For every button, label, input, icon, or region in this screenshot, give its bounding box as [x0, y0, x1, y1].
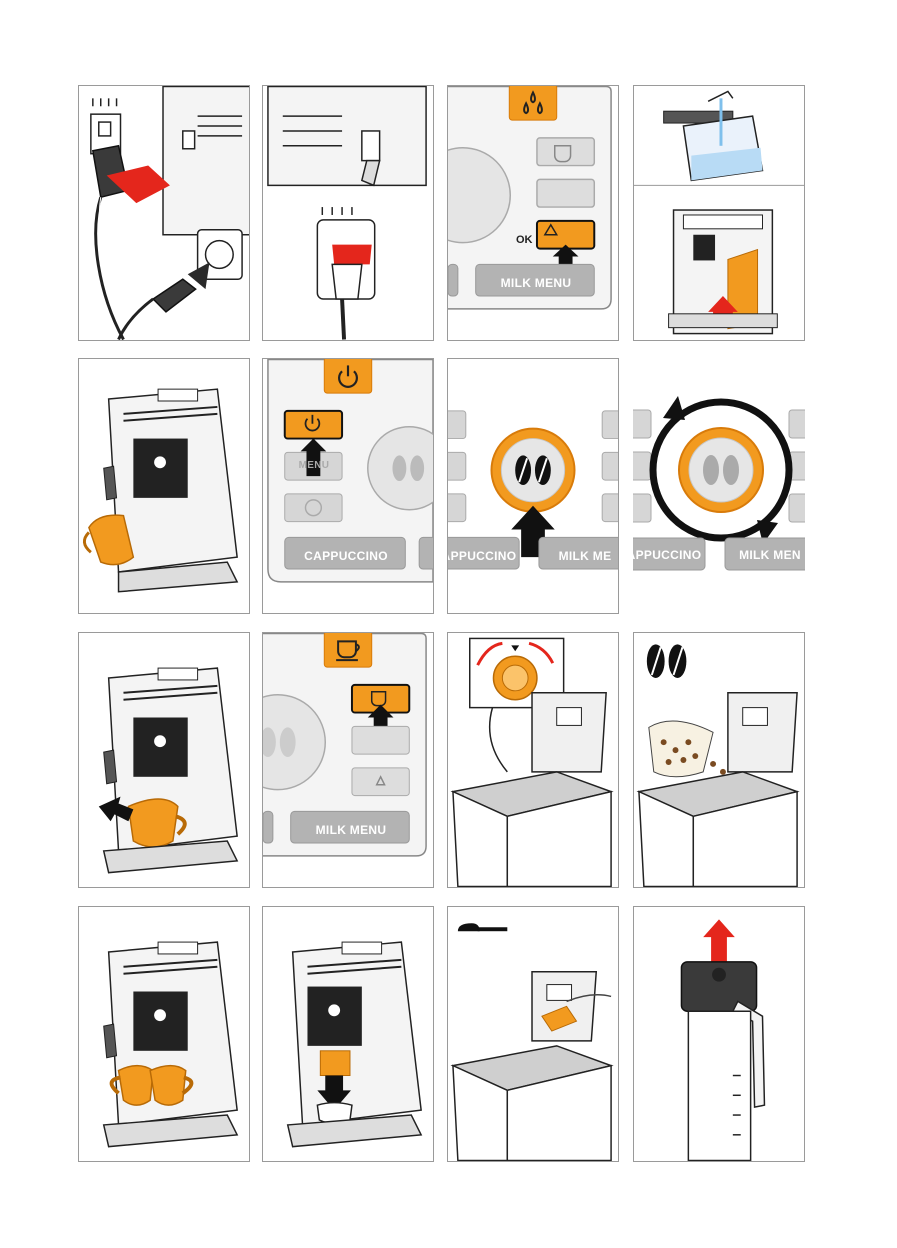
panel-coffee-beans [633, 632, 805, 888]
water-tank-illustration [634, 86, 804, 340]
two-cups-illustration [79, 907, 249, 1161]
panel-coffee-rinse: APPUCCINO MILK MEN [633, 358, 805, 614]
panel-connect-cable [262, 85, 434, 341]
panel-brew-coffee [262, 906, 434, 1162]
milk-men-label: MILK MEN [725, 548, 805, 562]
measuring-spoon-icon [458, 923, 507, 931]
control-panel-water [448, 86, 618, 340]
machine-jug-illustration [79, 359, 249, 613]
ok-label: OK [516, 234, 533, 246]
milk-me-label: MILK ME [540, 549, 619, 563]
grind-dial-illustration [448, 633, 618, 887]
control-panel-power [263, 359, 433, 613]
panel-two-cups [78, 906, 250, 1162]
control-panel-cup [263, 633, 433, 887]
panel-cup-button: MILK MENU [262, 632, 434, 888]
panel-machine-jug [78, 358, 250, 614]
panel-water-tank [633, 85, 805, 341]
panel-machine-cup [78, 632, 250, 888]
panel-milk-carafe [633, 906, 805, 1162]
panel-power-cable [78, 85, 250, 341]
appuccino-label: APPUCCINO [447, 549, 520, 563]
panel-ground-coffee [447, 906, 619, 1162]
control-panel-coffee [448, 359, 618, 613]
panel-power-button: MENU CAPPUCCINO [262, 358, 434, 614]
power-cable-illustration [79, 86, 249, 340]
coffee-beans-illustration [634, 633, 804, 887]
cappuccino-label: CAPPUCCINO [285, 549, 407, 563]
panel-grind-dial [447, 632, 619, 888]
ground-coffee-illustration [448, 907, 618, 1161]
control-panel-rinse [633, 358, 805, 614]
milk-menu-label: MILK MENU [476, 276, 596, 290]
milk-menu-label-2: MILK MENU [291, 823, 411, 837]
panel-water-button: OK MILK MENU [447, 85, 619, 341]
machine-cup-illustration [79, 633, 249, 887]
appuccino-label-2: APPUCCINO [633, 548, 705, 562]
arrow-icon [703, 919, 735, 962]
connect-cable-illustration [263, 86, 433, 340]
menu-label: MENU [285, 460, 343, 471]
brew-coffee-illustration [263, 907, 433, 1161]
milk-carafe-illustration [634, 907, 804, 1161]
panel-coffee-button: APPUCCINO MILK ME [447, 358, 619, 614]
